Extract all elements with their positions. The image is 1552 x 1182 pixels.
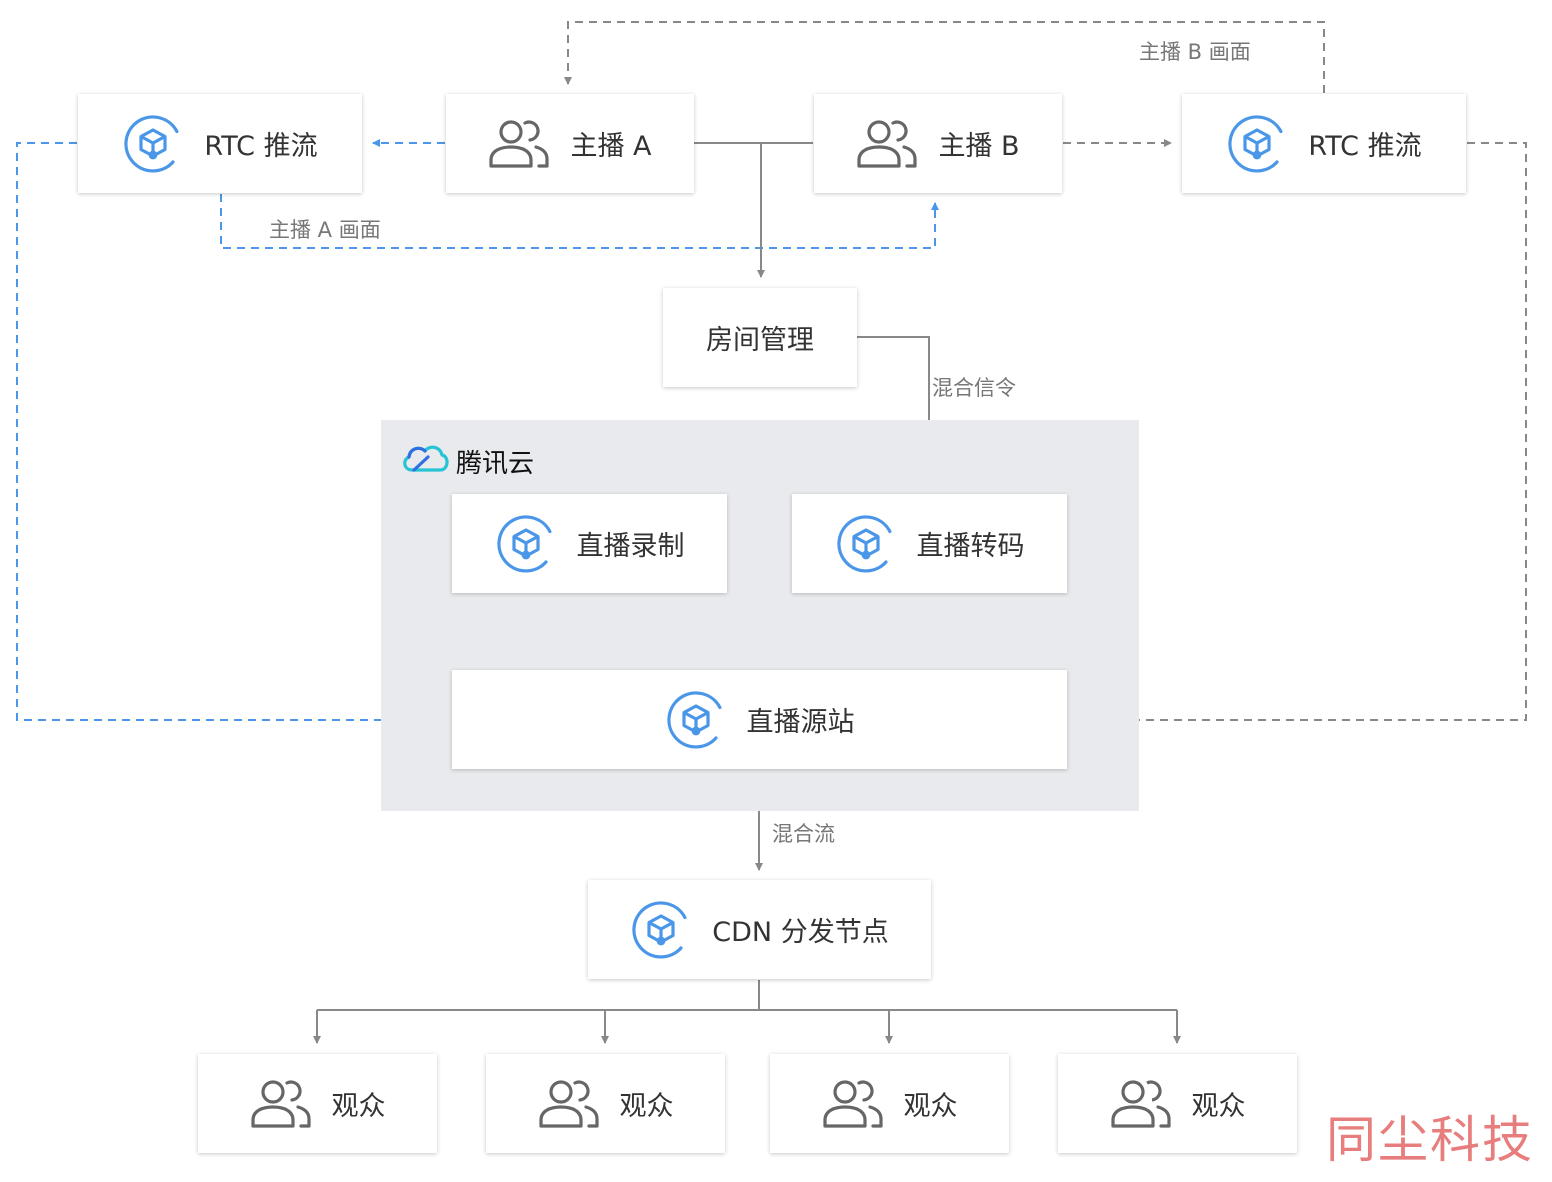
viewer-label: 观众	[619, 1091, 674, 1122]
users-icon	[538, 1078, 600, 1130]
edge-host-b-view-to-host-a	[564, 21, 1325, 93]
edge-rtc-b-to-origin	[1077, 142, 1527, 724]
edge-host-a-view-to-host-b	[220, 194, 939, 249]
live-record-node[interactable]: 直播录制	[452, 494, 727, 593]
viewer-label: 观众	[903, 1091, 958, 1122]
users-icon	[250, 1078, 312, 1130]
group-title: 腾讯云	[400, 440, 534, 483]
live-record-label: 直播录制	[576, 531, 685, 562]
group-label: 腾讯云	[456, 449, 535, 479]
rtc-push-b-label: RTC 推流	[1308, 131, 1422, 162]
cube-service-icon	[1226, 113, 1288, 175]
rtc-push-a-node[interactable]: RTC 推流	[78, 94, 362, 193]
users-icon	[1110, 1078, 1172, 1130]
host-a-node[interactable]: 主播 A	[446, 94, 694, 193]
edge-label-mix-stream: 混合流	[772, 822, 835, 846]
live-transcode-label: 直播转码	[916, 531, 1025, 562]
cube-service-icon	[122, 113, 184, 175]
cube-service-icon	[630, 899, 692, 961]
room-management-node[interactable]: 房间管理	[663, 288, 857, 387]
edge-rtc-a-to-origin	[16, 142, 443, 724]
watermark: 同尘科技	[1326, 1111, 1534, 1169]
live-transcode-node[interactable]: 直播转码	[792, 494, 1067, 593]
live-origin-label: 直播源站	[746, 707, 855, 738]
users-icon	[488, 118, 550, 170]
users-icon	[856, 118, 918, 170]
rtc-push-a-label: RTC 推流	[204, 131, 318, 162]
edge-label-mix-signal: 混合信令	[932, 376, 1016, 400]
cube-service-icon	[665, 689, 727, 751]
edge-label-host-b-view: 主播 B 画面	[1139, 40, 1251, 64]
edge-label-host-a-view: 主播 A 画面	[269, 218, 381, 242]
viewer-label: 观众	[1191, 1091, 1246, 1122]
users-icon	[822, 1078, 884, 1130]
viewer-node-4[interactable]: 观众	[1058, 1054, 1297, 1153]
host-a-label: 主播 A	[570, 131, 652, 162]
viewer-node-1[interactable]: 观众	[198, 1054, 437, 1153]
viewer-node-2[interactable]: 观众	[486, 1054, 725, 1153]
cube-service-icon	[495, 513, 557, 575]
host-b-node[interactable]: 主播 B	[814, 94, 1062, 193]
live-origin-node[interactable]: 直播源站	[452, 670, 1067, 769]
cube-service-icon	[835, 513, 897, 575]
viewer-node-3[interactable]: 观众	[770, 1054, 1009, 1153]
cdn-node[interactable]: CDN 分发节点	[588, 880, 931, 979]
cdn-label: CDN 分发节点	[712, 917, 889, 948]
viewer-label: 观众	[331, 1091, 386, 1122]
host-b-label: 主播 B	[938, 131, 1020, 162]
room-management-label: 房间管理	[706, 325, 814, 356]
rtc-push-b-node[interactable]: RTC 推流	[1182, 94, 1466, 193]
tencent-cloud-logo-icon	[400, 440, 456, 483]
